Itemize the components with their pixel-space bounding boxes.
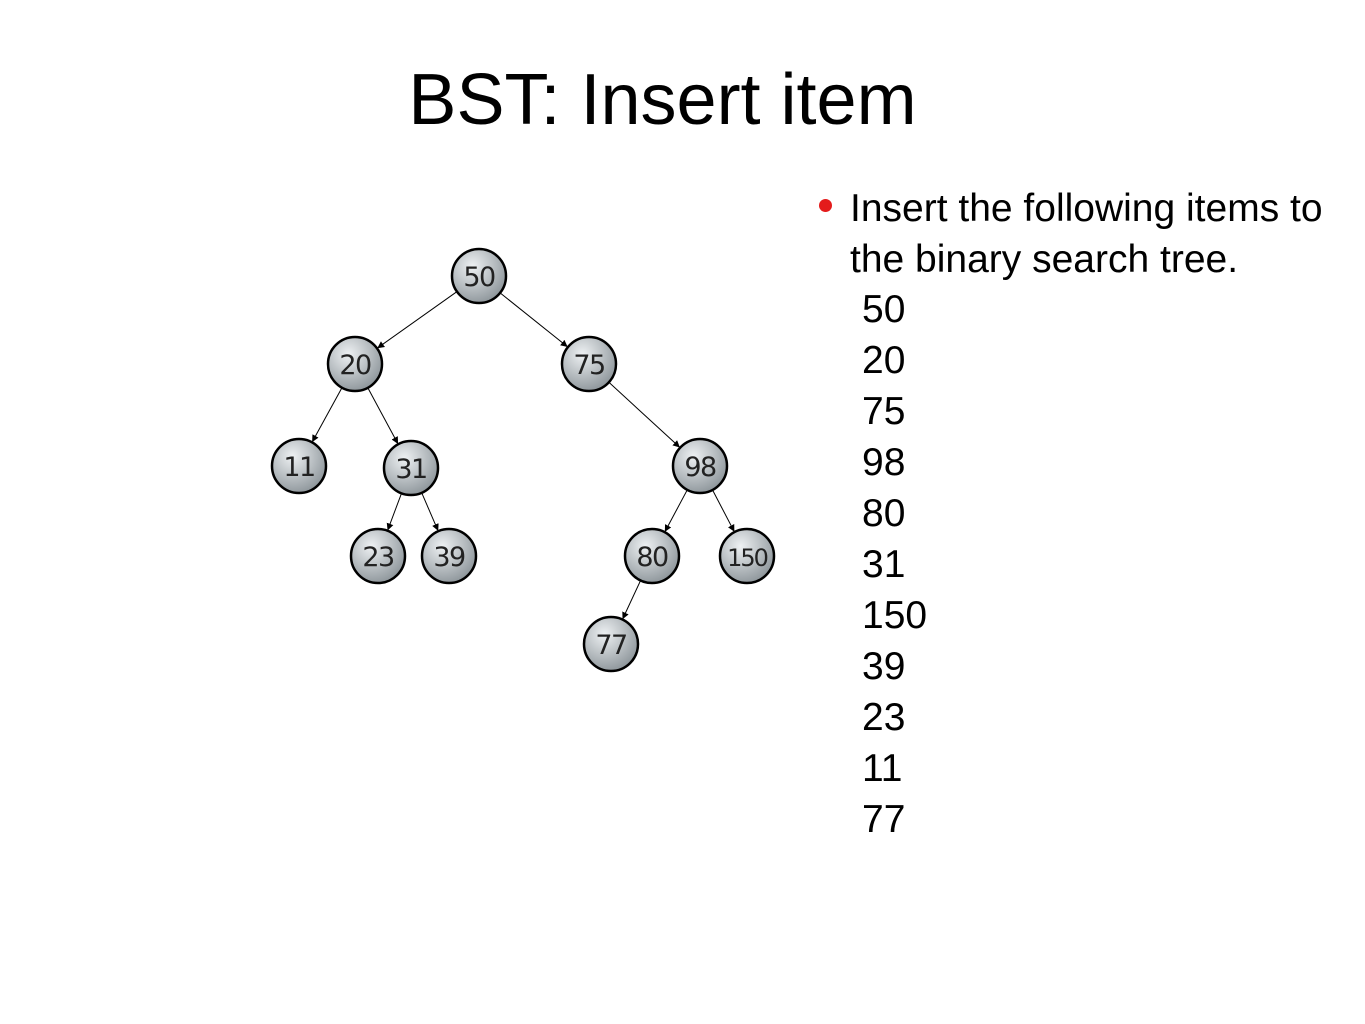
tree-edge bbox=[377, 290, 459, 349]
insert-item: 11 bbox=[862, 747, 903, 790]
tree-edge bbox=[386, 491, 403, 531]
tree-node: 80 bbox=[623, 527, 681, 585]
bullet-dot-icon bbox=[819, 199, 832, 212]
tree-edge bbox=[312, 385, 344, 443]
slide-title: BST: Insert item bbox=[408, 60, 917, 140]
tree-node: 98 bbox=[671, 437, 729, 495]
tree-edge bbox=[711, 487, 735, 532]
tree-node-label: 98 bbox=[684, 452, 716, 483]
insert-items-list: 50 20 75 98 80 31 150 39 23 11 77 bbox=[862, 284, 927, 845]
tree-node: 77 bbox=[582, 615, 640, 673]
tree-node-circle bbox=[349, 527, 407, 585]
tree-node-label: 23 bbox=[362, 542, 394, 573]
tree-node-circle bbox=[270, 437, 328, 495]
tree-edge bbox=[664, 487, 689, 532]
tree-node-label: 77 bbox=[595, 630, 626, 661]
tree-node: 150 bbox=[718, 527, 776, 585]
insert-item: 98 bbox=[862, 441, 906, 484]
tree-node: 23 bbox=[349, 527, 407, 585]
tree-node-label: 39 bbox=[433, 542, 465, 573]
tree-node-circle bbox=[326, 335, 384, 393]
tree-node: 20 bbox=[326, 335, 384, 393]
tree-node-label: 80 bbox=[636, 542, 668, 573]
tree-node: 39 bbox=[420, 527, 478, 585]
insert-item: 39 bbox=[862, 645, 906, 688]
tree-node-circle bbox=[671, 437, 729, 495]
tree-edges bbox=[312, 290, 735, 620]
insert-item: 80 bbox=[862, 492, 906, 535]
tree-node-label: 75 bbox=[573, 350, 604, 381]
tree-nodes: 50 20 75 11 31 98 23 39 80 150 77 bbox=[270, 247, 776, 673]
tree-node-label: 150 bbox=[727, 544, 768, 572]
insert-item: 23 bbox=[862, 696, 906, 739]
tree-edge bbox=[498, 291, 568, 347]
tree-edge bbox=[420, 490, 439, 531]
tree-edge bbox=[366, 385, 399, 444]
insert-item: 75 bbox=[862, 390, 906, 433]
insert-item: 20 bbox=[862, 339, 906, 382]
tree-node-circle bbox=[623, 527, 681, 585]
tree-node-circle bbox=[560, 335, 618, 393]
insert-item: 150 bbox=[862, 594, 928, 637]
tree-node-label: 31 bbox=[395, 454, 426, 485]
insert-item: 50 bbox=[862, 288, 906, 331]
tree-node: 75 bbox=[560, 335, 618, 393]
tree-node: 31 bbox=[382, 439, 440, 497]
tree-node-circle bbox=[420, 527, 478, 585]
tree-node: 11 bbox=[270, 437, 328, 495]
tree-node-circle bbox=[582, 615, 640, 673]
bullet-text: Insert the following items to the binary… bbox=[850, 187, 1323, 281]
tree-node-circle bbox=[450, 247, 508, 305]
tree-node-label: 20 bbox=[339, 350, 371, 381]
tree-edge bbox=[622, 578, 642, 620]
tree-node-circle bbox=[382, 439, 440, 497]
tree-node-label: 50 bbox=[463, 262, 495, 293]
tree-node-label: 11 bbox=[283, 452, 314, 483]
insert-item: 31 bbox=[862, 543, 906, 586]
insert-item: 77 bbox=[862, 798, 906, 841]
tree-node-circle bbox=[718, 527, 776, 585]
tree-edge bbox=[607, 380, 680, 448]
tree-node: 50 bbox=[450, 247, 508, 305]
